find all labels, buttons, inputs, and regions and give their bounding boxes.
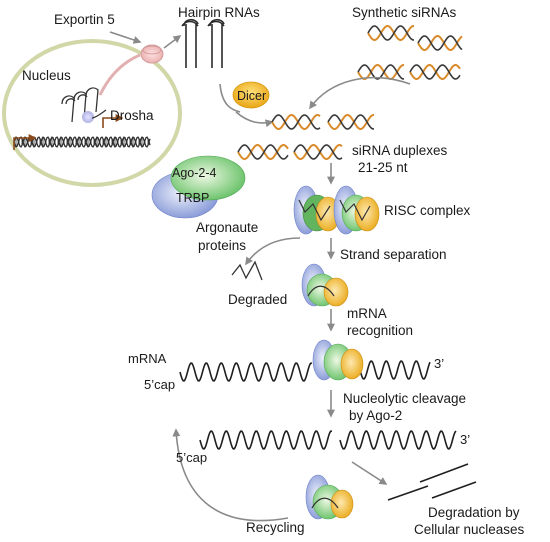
- three-prime-label: 3’: [434, 356, 445, 371]
- transcription-arrow: [13, 134, 37, 150]
- three-prime-label-2: 3’: [460, 432, 471, 447]
- trbp-label: TRBP: [176, 191, 210, 205]
- sirna-duplexes: [237, 114, 374, 160]
- degraded-fragments: [387, 463, 477, 501]
- mrna-recognition-label: mRNA: [347, 306, 387, 321]
- proteins-label: proteins: [198, 238, 247, 253]
- hairpin-to-dicer-arrow: [219, 83, 241, 113]
- sirna-duplex: [237, 144, 289, 160]
- argonaute-proteins: [151, 155, 246, 219]
- recycling-arrow: [172, 428, 289, 522]
- sirna-duplexes-label: siRNA duplexes: [352, 143, 448, 158]
- transcription-arrow: [102, 114, 124, 128]
- hairpin-rnas: [181, 18, 225, 68]
- nucleus-label: Nucleus: [22, 68, 71, 83]
- dicer-enzyme: [232, 81, 270, 109]
- exportin-to-pore-arrow: [109, 31, 142, 44]
- five-cap-label-2: 5’cap: [176, 450, 208, 465]
- nucleus-membrane: [2, 39, 182, 187]
- synthetic-sirnas-label: Synthetic siRNAs: [352, 5, 457, 20]
- dicer-label: Dicer: [237, 89, 267, 103]
- strand-separation-label: Strand separation: [340, 247, 447, 262]
- degraded-strand: [231, 260, 263, 281]
- drosha-arrow: [91, 109, 107, 119]
- to-degraded-arrow: [245, 237, 301, 266]
- pore-to-hairpin-arrow: [163, 35, 182, 49]
- synthetic-sirna: [357, 64, 404, 80]
- dicer-to-duplex-arrow: [235, 111, 274, 128]
- nucleolytic-cleavage-label: Nucleolytic cleavage: [343, 391, 467, 406]
- synthetic-to-duplex-arrow: [309, 76, 411, 110]
- dna-helix: [13, 136, 151, 148]
- synthetic-sirna: [417, 35, 463, 51]
- sirna-length-label: 21-25 nt: [358, 160, 408, 175]
- exportin-pore: [140, 44, 164, 64]
- mrna-recognition-label-2: recognition: [347, 323, 414, 338]
- recycling-label: Recycling: [246, 520, 305, 535]
- risc-complex-1: [293, 185, 341, 235]
- risc-on-mrna: [312, 339, 364, 381]
- recycled-risc: [305, 474, 354, 520]
- ago2-label: by Ago-2: [349, 408, 403, 423]
- degraded-label: Degraded: [228, 292, 288, 307]
- activated-risc: [301, 263, 349, 307]
- argonaute-label: Argonaute: [196, 220, 259, 235]
- cleaved-mrna-3-fragment: [339, 430, 457, 450]
- exportin-label: Exportin 5: [54, 12, 115, 27]
- risc-complex-2: [333, 185, 380, 235]
- sirna-duplex: [271, 114, 321, 130]
- synthetic-sirnas: [357, 25, 463, 80]
- cleaved-mrna-5-fragment: [199, 430, 333, 450]
- synthetic-sirna: [409, 64, 461, 80]
- drosha-label: Drosha: [110, 108, 154, 123]
- ago-label: Ago-2-4: [172, 166, 217, 180]
- drosha-enzyme: [82, 111, 94, 123]
- five-cap-label: 5’cap: [144, 377, 176, 392]
- risc-complex-label: RISC complex: [384, 203, 471, 218]
- to-degradation-arrow: [351, 461, 388, 485]
- degradation-label: Degradation by: [428, 505, 520, 520]
- target-mrna: [179, 360, 431, 382]
- sirna-duplex: [293, 144, 343, 160]
- nuclear-export-arrow: [98, 53, 141, 96]
- hairpin-rnas-label: Hairpin RNAs: [178, 5, 260, 20]
- cellular-nucleases-label: Cellular nucleases: [414, 522, 525, 537]
- mrna-label: mRNA: [128, 351, 167, 366]
- nuclear-hairpins: [61, 87, 99, 123]
- synthetic-sirna: [367, 25, 414, 41]
- sirna-duplex: [327, 114, 374, 130]
